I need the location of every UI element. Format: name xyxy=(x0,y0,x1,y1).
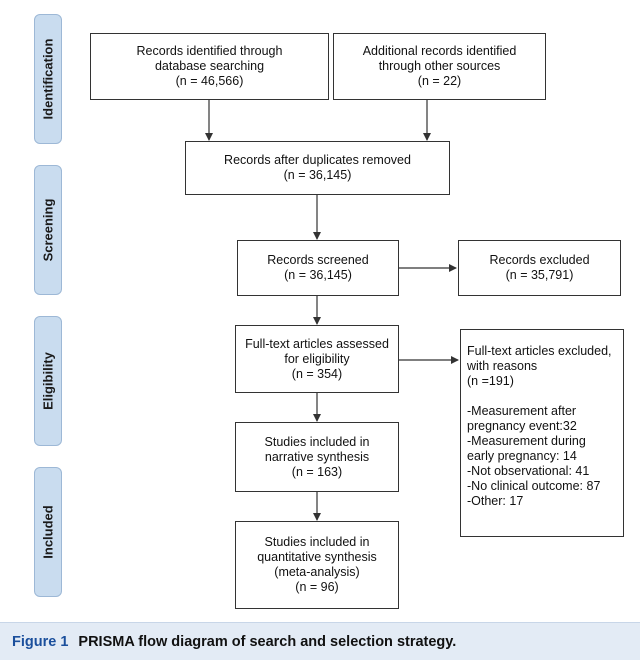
box-after-duplicates: Records after duplicates removed (n = 36… xyxy=(185,141,450,195)
exclusion-reason: pregnancy event:32 xyxy=(467,419,577,433)
exclusion-reason: -No clinical outcome: 87 xyxy=(467,479,601,493)
box-other-sources: Additional records identified through ot… xyxy=(333,33,546,100)
prisma-flow-diagram: Identification Screening Eligibility Inc… xyxy=(0,0,640,622)
stage-eligibility: Eligibility xyxy=(34,316,62,446)
box-fulltext-assessed: Full-text articles assessed for eligibil… xyxy=(235,325,399,393)
exclusion-reason: early pregnancy: 14 xyxy=(467,449,577,463)
figure-caption: Figure 1 PRISMA flow diagram of search a… xyxy=(0,622,640,660)
exclusion-reason: -Measurement during xyxy=(467,434,586,448)
figure-label: Figure 1 xyxy=(12,633,69,650)
box-database-records: Records identified through database sear… xyxy=(90,33,329,100)
flow-arrows xyxy=(205,100,459,521)
box-quantitative-synthesis: Studies included in quantitative synthes… xyxy=(235,521,399,609)
box-narrative-synthesis: Studies included in narrative synthesis … xyxy=(235,422,399,492)
stage-screening: Screening xyxy=(34,165,62,295)
exclusion-reason: -Not observational: 41 xyxy=(467,464,590,478)
exclusion-reason: -Other: 17 xyxy=(467,494,524,508)
stage-identification: Identification xyxy=(34,14,62,144)
box-records-screened: Records screened (n = 36,145) xyxy=(237,240,399,296)
box-records-excluded: Records excluded (n = 35,791) xyxy=(458,240,621,296)
figure-caption-text: PRISMA flow diagram of search and select… xyxy=(78,633,457,650)
box-fulltext-excluded: Full-text articles excluded, with reason… xyxy=(460,329,624,537)
exclusion-reason: -Measurement after xyxy=(467,404,577,418)
stage-included: Included xyxy=(34,467,62,597)
